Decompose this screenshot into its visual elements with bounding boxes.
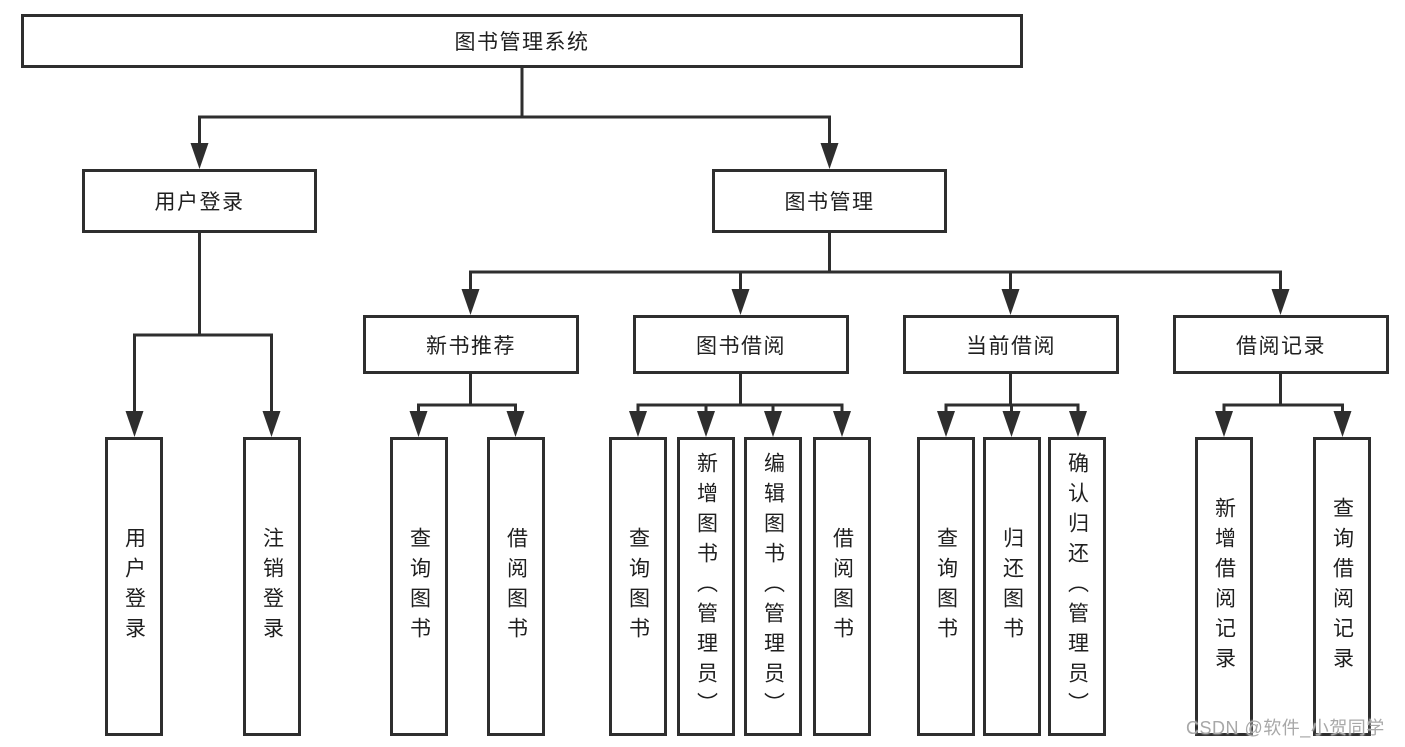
connector-book-management-branch [469,233,1282,298]
leaf-query-books-recommend: 查询图书 [390,437,448,736]
node-label: 当前借阅 [966,334,1056,358]
arrow-leaf-icon [262,411,281,437]
leaf-return-books: 归还图书 [983,437,1041,736]
leaf-user-login: 用户登录 [105,437,163,736]
arrow-leaf-icon [697,411,715,437]
node-label: 确认归还（管理员） [1065,451,1089,722]
arrow-leaf-icon [1333,411,1352,437]
leaf-confirm-return-admin: 确认归还（管理员） [1048,437,1106,736]
arrow-leaf-icon [409,411,428,437]
arrow-leaf-icon [1215,411,1233,437]
arrow-to-new-book-icon [461,289,480,315]
node-borrow-record: 借阅记录 [1173,315,1389,374]
arrow-leaf-icon [506,411,525,437]
node-label: 图书管理 [784,191,875,214]
node-new-book-recommend: 新书推荐 [363,315,579,374]
leaf-logout: 注销登录 [243,437,301,736]
node-label: 查询图书 [626,526,650,647]
node-book-management: 图书管理 [712,169,947,233]
arrow-leaf-icon [125,411,144,437]
node-label: 新增借阅记录 [1212,496,1236,677]
node-label: 编辑图书（管理员） [761,451,785,722]
arrow-leaf-icon [764,411,782,437]
arrow-to-user-login-icon [190,143,209,169]
connector-root-branch [198,68,831,150]
node-label: 查询借阅记录 [1330,496,1354,677]
leaf-borrow-books: 借阅图书 [813,437,871,736]
arrow-to-borrow-record-icon [1271,289,1290,315]
arrowheads [125,143,1352,437]
arrow-to-current-borrow-icon [1001,289,1020,315]
node-label: 注销登录 [260,526,284,647]
node-label: 图书借阅 [696,334,786,358]
node-label: 归还图书 [1000,526,1024,647]
leaf-query-books-current: 查询图书 [917,437,975,736]
node-label: 用户登录 [154,191,245,214]
node-label: 图书管理系统 [454,31,590,54]
node-book-borrow: 图书借阅 [633,315,849,374]
leaf-edit-books-admin: 编辑图书（管理员） [744,437,802,736]
connector-borrow-record-branch [1222,374,1344,420]
leaf-query-borrow-record: 查询借阅记录 [1313,437,1371,736]
node-library-management-system: 图书管理系统 [21,14,1023,68]
node-label: 查询图书 [934,526,958,647]
leaf-borrow-books-recommend: 借阅图书 [487,437,545,736]
node-label: 借阅记录 [1236,334,1326,358]
leaf-query-books-borrow: 查询图书 [609,437,667,736]
node-label: 借阅图书 [504,526,528,647]
connector-new-book-branch [417,374,517,420]
arrow-to-book-borrow-icon [731,289,750,315]
arrow-leaf-icon [1002,411,1021,437]
arrow-to-book-management-icon [820,143,839,169]
connector-user-login-branch [133,233,273,418]
arrow-leaf-icon [937,411,955,437]
node-user-login: 用户登录 [82,169,317,233]
node-current-borrow: 当前借阅 [903,315,1119,374]
node-label: 查询图书 [407,526,431,647]
connector-book-borrow-branch [636,374,844,420]
leaf-add-books-admin: 新增图书（管理员） [677,437,735,736]
node-label: 借阅图书 [830,526,854,647]
arrow-leaf-icon [1069,411,1087,437]
csdn-watermark: CSDN @软件_小贺同学 [1186,718,1385,738]
node-label: 用户登录 [122,526,146,647]
arrow-leaf-icon [629,411,647,437]
arrow-leaf-icon [833,411,851,437]
leaf-add-borrow-record: 新增借阅记录 [1195,437,1253,736]
node-label: 新书推荐 [426,334,516,358]
node-label: 新增图书（管理员） [694,451,718,722]
